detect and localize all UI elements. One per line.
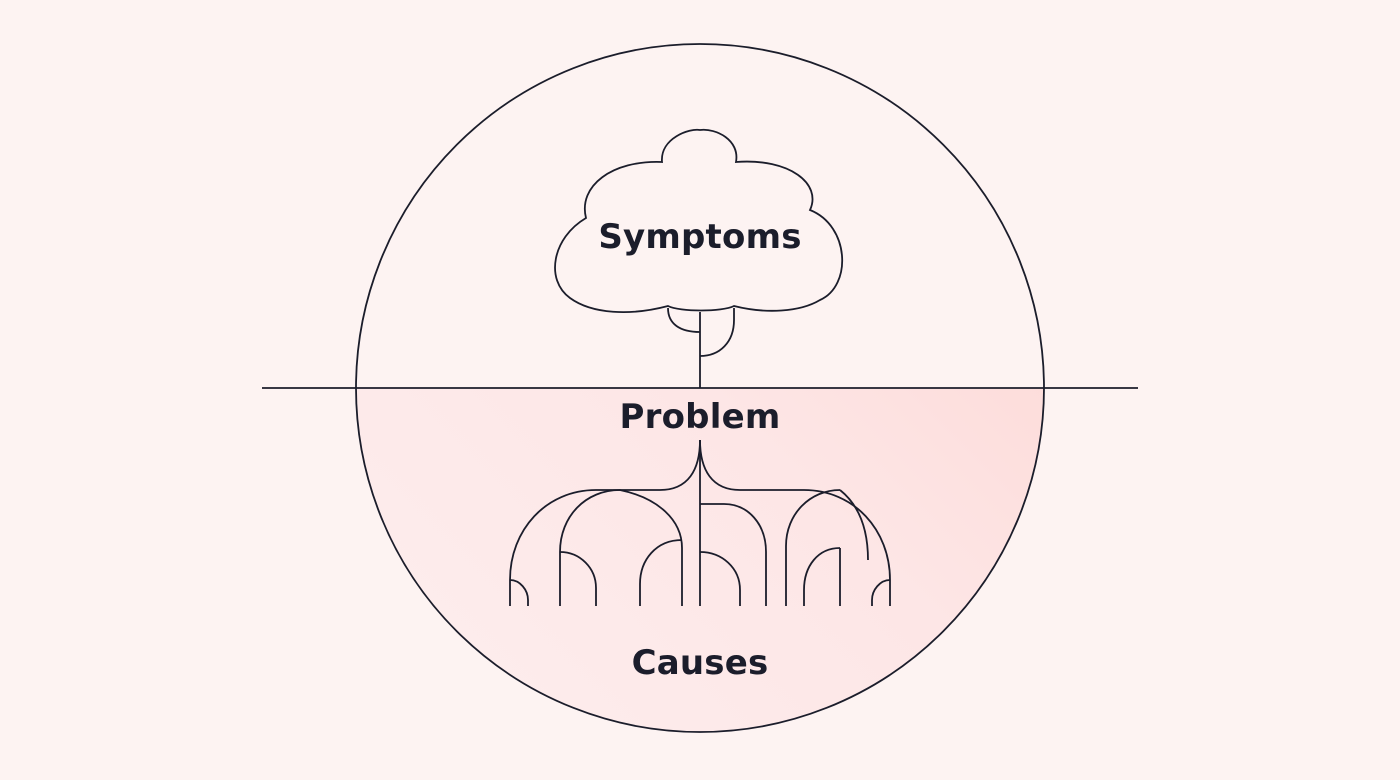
cloud-icon — [554, 128, 843, 313]
trunk-branch-left — [667, 307, 701, 333]
symptoms-label: Symptoms — [598, 217, 802, 257]
trunk-branch-right — [699, 308, 735, 357]
problem-label: Problem — [619, 397, 781, 437]
roots — [509, 439, 891, 606]
causes-label: Causes — [631, 643, 769, 683]
